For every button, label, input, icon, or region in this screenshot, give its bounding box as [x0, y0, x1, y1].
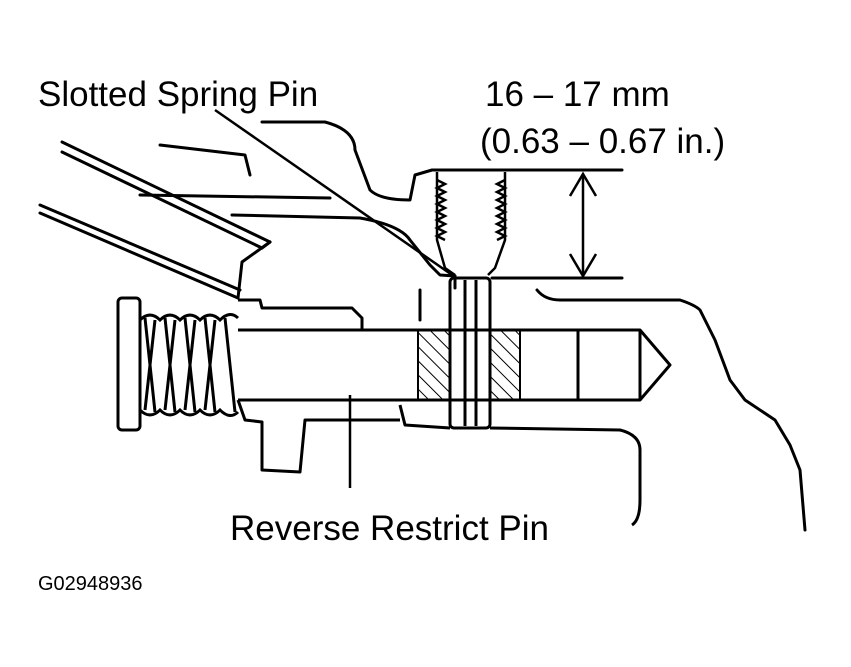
return-spring: [138, 313, 240, 417]
slotted-spring-pin: [448, 276, 492, 430]
pin-cross-section-hatch: [417, 329, 521, 401]
label-dimension-mm: 16 – 17 mm: [485, 75, 670, 114]
leader-lines: [214, 108, 456, 488]
figure-code: G02948936: [38, 573, 143, 595]
spring-seat: [116, 296, 142, 432]
reverse-restrict-pin: [238, 328, 672, 402]
lower-retainer: [236, 298, 642, 527]
dimension-indicator: [568, 171, 598, 279]
label-slotted-spring-pin: Slotted Spring Pin: [38, 75, 318, 114]
label-reverse-restrict-pin: Reverse Restrict Pin: [230, 509, 549, 548]
housing-outline: [230, 120, 807, 532]
shift-lever-bracket: [38, 140, 332, 300]
threaded-bore: [434, 172, 508, 277]
label-dimension-in: (0.63 – 0.67 in.): [480, 122, 725, 161]
